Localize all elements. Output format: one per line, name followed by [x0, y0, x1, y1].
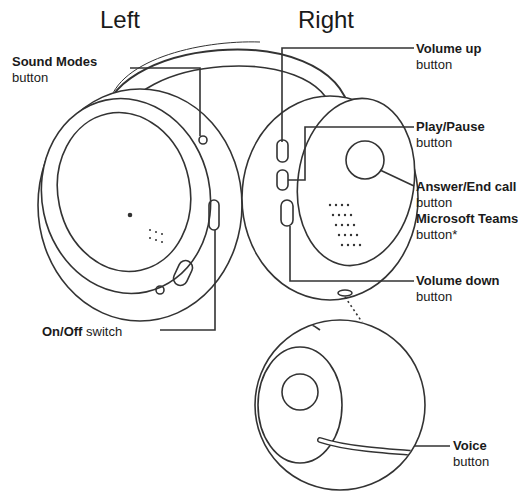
callout-label: Volume down: [416, 274, 500, 287]
callout-label: button: [453, 455, 489, 468]
side-heading: Right: [298, 8, 354, 32]
callout-label: Voice: [453, 439, 487, 452]
callout-label: button*: [416, 228, 457, 241]
callout-label: On/Off: [42, 325, 82, 338]
callout-label: button: [12, 71, 48, 84]
callout-label: Answer/End call: [416, 180, 516, 193]
side-heading: Left: [100, 8, 140, 32]
callout-label: Volume up: [416, 42, 481, 55]
callout-label: Sound Modes: [12, 55, 97, 68]
callout-label: Microsoft Teams: [416, 212, 518, 225]
callout-label: button: [416, 136, 452, 149]
callout-label: button: [416, 196, 452, 209]
callout-label: Play/Pause: [416, 120, 485, 133]
callout-label: switch: [86, 325, 122, 338]
callout-label: button: [416, 290, 452, 303]
callout-label: button: [416, 58, 452, 71]
